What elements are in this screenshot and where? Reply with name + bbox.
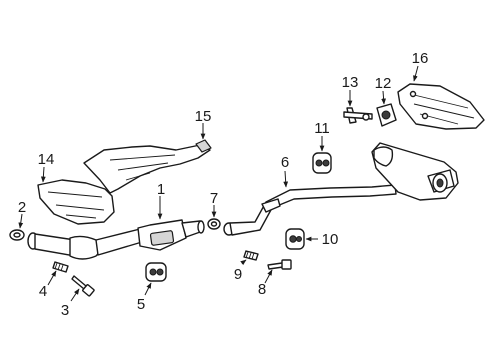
leader-6 <box>283 170 289 188</box>
callout-11: 11 <box>314 120 330 137</box>
callout-16: 16 <box>412 50 429 67</box>
callout-3: 3 <box>61 302 69 319</box>
leader-14 <box>40 166 46 183</box>
front-pipe-catalytic-converter-part <box>27 219 205 260</box>
leader-12 <box>381 90 386 105</box>
leader-16 <box>413 65 419 82</box>
callout-12: 12 <box>375 75 392 92</box>
rear-bolt-part <box>267 259 292 270</box>
leader-8 <box>264 269 273 284</box>
mounting-bracket-part <box>343 107 373 124</box>
lower-heat-shield-part <box>37 179 115 225</box>
callout-9: 9 <box>234 266 242 283</box>
front-gasket-part <box>9 229 25 241</box>
leader-2 <box>18 213 24 229</box>
rubber-hanger-part <box>145 262 167 282</box>
stud-part <box>52 261 69 273</box>
callout-10: 10 <box>322 231 339 248</box>
callout-13: 13 <box>342 74 359 91</box>
callout-14: 14 <box>38 151 55 168</box>
callout-7: 7 <box>210 190 218 207</box>
center-rubber-hanger-part <box>285 228 305 250</box>
leader-5 <box>144 282 152 296</box>
callout-5: 5 <box>137 296 145 313</box>
rear-stud-part <box>243 250 259 261</box>
callout-2: 2 <box>18 199 26 216</box>
center-exhaust-pipe-part <box>223 184 397 236</box>
center-gasket-part <box>207 218 221 230</box>
upper-rubber-hanger-part <box>376 103 397 127</box>
callout-1: 1 <box>157 181 165 198</box>
leader-lines <box>18 65 419 302</box>
callout-6: 6 <box>281 154 289 171</box>
callout-labels: 1 2 3 4 5 6 7 8 9 10 11 12 13 14 15 16 <box>18 50 429 319</box>
callout-15: 15 <box>195 108 212 125</box>
upper-heat-shield-part <box>83 139 212 194</box>
leader-3 <box>70 288 80 302</box>
muffler-part <box>371 142 459 201</box>
leader-9 <box>240 259 247 266</box>
callout-4: 4 <box>39 283 47 300</box>
rear-heat-shield-part <box>397 83 485 130</box>
callout-8: 8 <box>258 281 266 298</box>
leader-4 <box>47 270 57 286</box>
rear-rubber-hanger-part <box>312 152 332 174</box>
bolt-part <box>71 275 95 297</box>
